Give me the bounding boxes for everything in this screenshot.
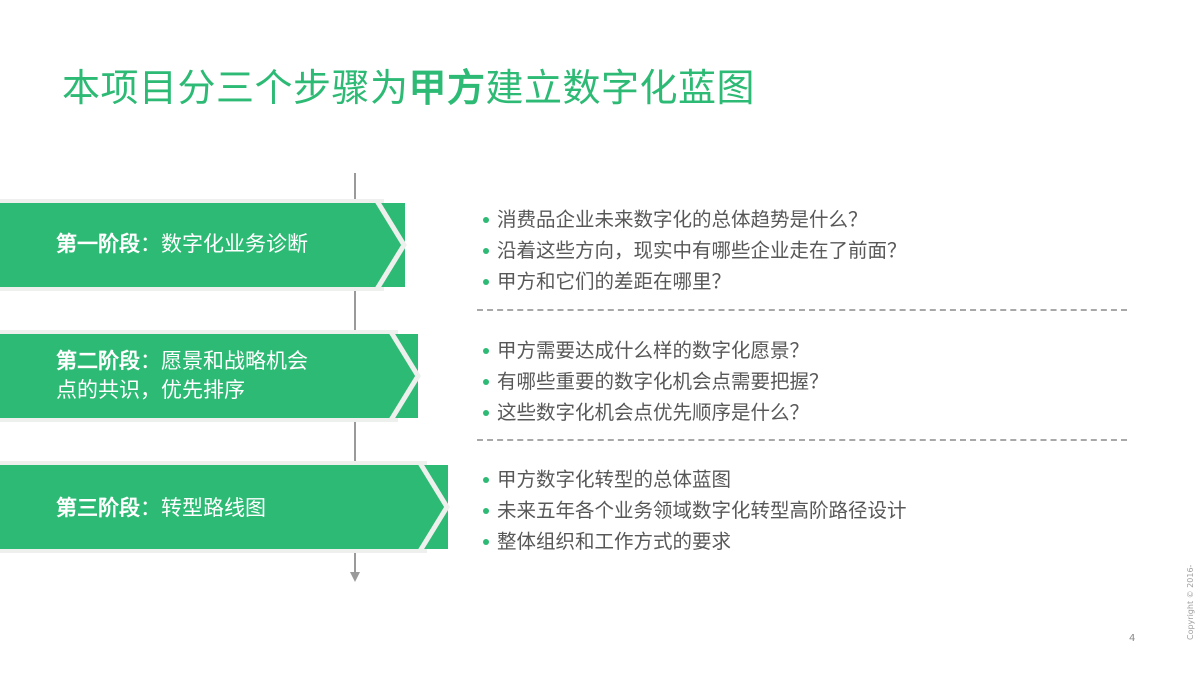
- stage-banner-3: 第三阶段：转型路线图: [0, 461, 450, 553]
- stage-separator: ：: [140, 496, 161, 520]
- question-text: 未来五年各个业务领域数字化转型高阶路径设计: [497, 499, 907, 522]
- bullet-dot-icon: [483, 348, 489, 354]
- stage-label: 第三阶段: [56, 496, 140, 520]
- question-text: 甲方和它们的差距在哪里？: [497, 270, 732, 293]
- title-prefix: 本项目分三个步骤为: [62, 66, 409, 110]
- stage-label: 第一阶段: [56, 232, 140, 256]
- copyright-notice: Copyright © 2016-: [1186, 564, 1195, 640]
- stage-title-line-2: 点的共识，优先排序: [56, 378, 245, 402]
- page-title: 本项目分三个步骤为甲方建立数字化蓝图: [62, 62, 755, 114]
- stage-title-1: 第一阶段：数字化业务诊断: [56, 230, 308, 259]
- list-item: 未来五年各个业务领域数字化转型高阶路径设计: [481, 495, 907, 526]
- stage-title-2: 第二阶段：愿景和战略机会 点的共识，优先排序: [56, 347, 308, 405]
- stage-title-3: 第三阶段：转型路线图: [56, 494, 266, 523]
- list-item: 整体组织和工作方式的要求: [481, 526, 907, 557]
- list-item: 有哪些重要的数字化机会点需要把握？: [481, 366, 829, 397]
- stage-separator: ：: [140, 232, 161, 256]
- question-text: 甲方需要达成什么样的数字化愿景？: [497, 339, 810, 362]
- bullet-dot-icon: [483, 508, 489, 514]
- chevron-banner-shape: [0, 330, 421, 422]
- stage-label: 第二阶段: [56, 349, 140, 373]
- question-text: 沿着这些方向，现实中有哪些企业走在了前面？: [497, 239, 907, 262]
- bullet-dot-icon: [483, 248, 489, 254]
- stage-name: 数字化业务诊断: [161, 232, 308, 256]
- stage-title-line-1: 第二阶段：愿景和战略机会: [56, 347, 308, 376]
- list-item: 甲方需要达成什么样的数字化愿景？: [481, 335, 829, 366]
- stage-3-questions: 甲方数字化转型的总体蓝图 未来五年各个业务领域数字化转型高阶路径设计 整体组织和…: [481, 464, 907, 557]
- stage-name: 愿景和战略机会: [161, 349, 308, 373]
- title-emphasis: 甲方: [408, 66, 486, 110]
- dashed-divider: [477, 439, 1127, 441]
- question-text: 消费品企业未来数字化的总体趋势是什么？: [497, 208, 868, 231]
- bullet-dot-icon: [483, 379, 489, 385]
- stage-name: 转型路线图: [161, 496, 266, 520]
- list-item: 甲方数字化转型的总体蓝图: [481, 464, 907, 495]
- question-text: 整体组织和工作方式的要求: [497, 530, 732, 553]
- list-item: 甲方和它们的差距在哪里？: [481, 266, 907, 297]
- dashed-divider: [477, 309, 1127, 311]
- question-text: 有哪些重要的数字化机会点需要把握？: [497, 370, 829, 393]
- bullet-dot-icon: [483, 477, 489, 483]
- page-number: 4: [1129, 633, 1136, 644]
- title-suffix: 建立数字化蓝图: [485, 66, 756, 110]
- list-item: 这些数字化机会点优先顺序是什么？: [481, 397, 829, 428]
- stage-1-questions: 消费品企业未来数字化的总体趋势是什么？ 沿着这些方向，现实中有哪些企业走在了前面…: [481, 204, 907, 297]
- stage-banner-2: 第二阶段：愿景和战略机会 点的共识，优先排序: [0, 330, 421, 422]
- stage-separator: ：: [140, 349, 161, 373]
- bullet-dot-icon: [483, 410, 489, 416]
- bullet-dot-icon: [483, 217, 489, 223]
- chevron-banner-shape: [0, 199, 407, 291]
- timeline-arrow-down-icon: [350, 572, 360, 582]
- question-text: 甲方数字化转型的总体蓝图: [497, 468, 732, 491]
- stage-2-questions: 甲方需要达成什么样的数字化愿景？ 有哪些重要的数字化机会点需要把握？ 这些数字化…: [481, 335, 829, 428]
- chevron-banner-shape: [0, 461, 450, 553]
- list-item: 消费品企业未来数字化的总体趋势是什么？: [481, 204, 907, 235]
- question-text: 这些数字化机会点优先顺序是什么？: [497, 401, 810, 424]
- bullet-dot-icon: [483, 539, 489, 545]
- stage-banner-1: 第一阶段：数字化业务诊断: [0, 199, 407, 291]
- list-item: 沿着这些方向，现实中有哪些企业走在了前面？: [481, 235, 907, 266]
- bullet-dot-icon: [483, 279, 489, 285]
